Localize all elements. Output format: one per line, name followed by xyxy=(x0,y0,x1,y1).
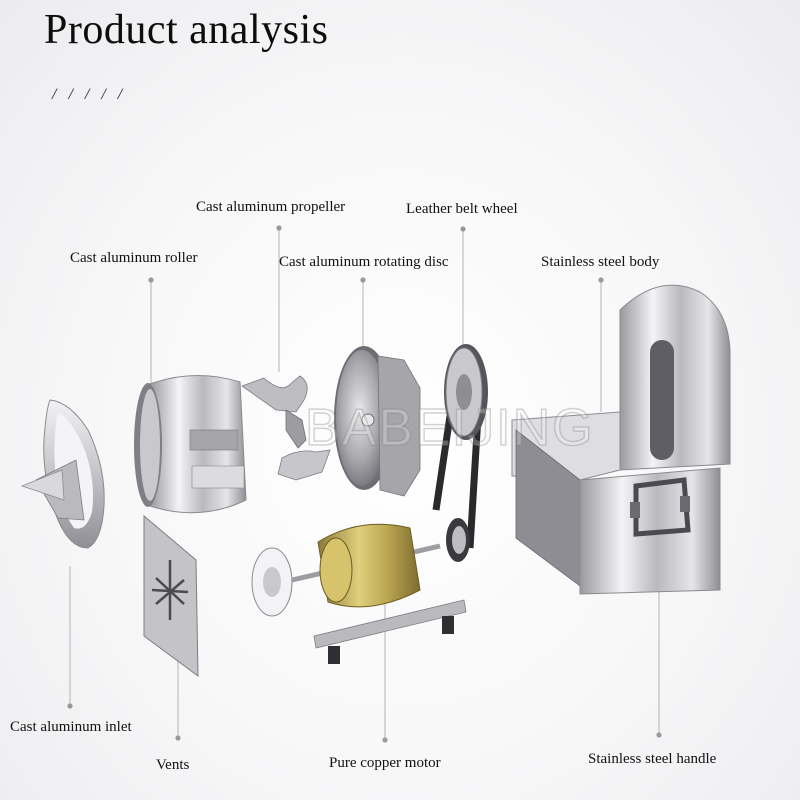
vents-part xyxy=(143,514,199,678)
label-leather-belt-wheel: Leather belt wheel xyxy=(406,201,518,217)
title-decoration: / / / / / xyxy=(52,86,127,103)
watermark: BABEIJING xyxy=(304,398,595,458)
label-stainless-steel-body: Stainless steel body xyxy=(541,254,660,270)
leather-belt-wheel-part xyxy=(432,344,488,562)
cast-aluminum-rotating-disc-part xyxy=(334,346,421,497)
cast-aluminum-propeller-part xyxy=(241,375,331,481)
label-vents: Vents xyxy=(156,757,190,773)
label-cast-aluminum-inlet: Cast aluminum inlet xyxy=(10,719,132,735)
pure-copper-motor-part xyxy=(251,523,467,664)
label-pure-copper-motor: Pure copper motor xyxy=(329,755,441,771)
label-cast-aluminum-roller: Cast aluminum roller xyxy=(70,250,198,266)
label-stainless-steel-handle: Stainless steel handle xyxy=(588,751,717,767)
label-cast-aluminum-propeller: Cast aluminum propeller xyxy=(196,199,346,215)
label-cast-aluminum-rotating-disc: Cast aluminum rotating disc xyxy=(279,254,449,270)
cast-aluminum-roller-part xyxy=(134,375,247,514)
page-title: Product analysis xyxy=(44,7,329,53)
cast-aluminum-inlet-part xyxy=(20,399,105,549)
stainless-steel-body-part xyxy=(511,284,731,595)
